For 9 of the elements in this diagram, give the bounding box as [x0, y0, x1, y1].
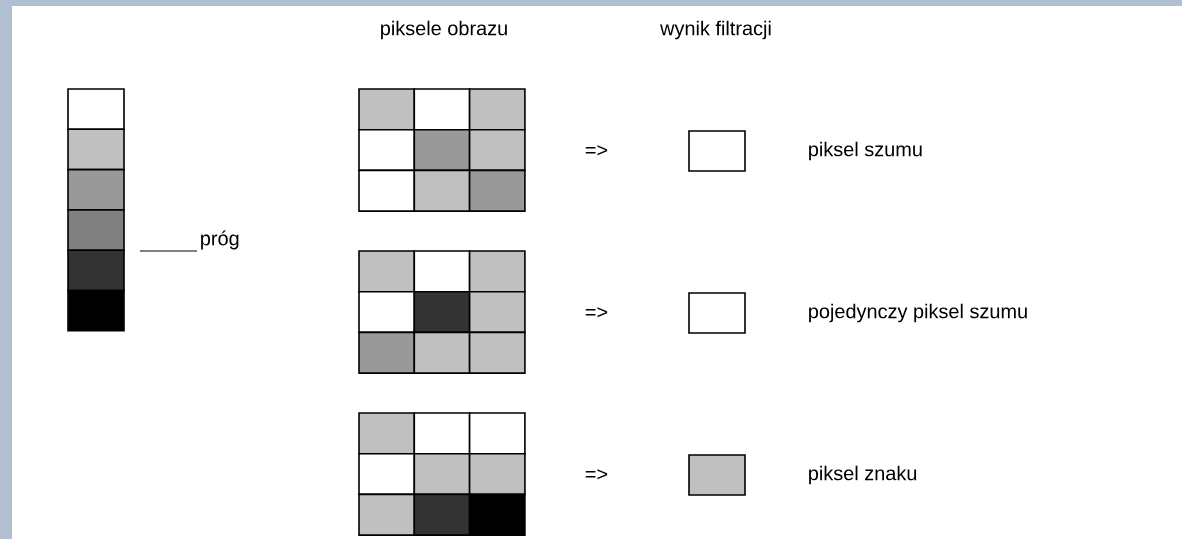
text-label: piksele obrazu — [381, 20, 507, 40]
text-label: => — [585, 469, 608, 480]
text-label: => — [585, 307, 608, 318]
text-label: próg — [201, 230, 239, 250]
text-label: piksel szumu — [809, 141, 922, 161]
text-label: => — [585, 145, 608, 156]
text-label: piksel znaku — [809, 465, 917, 485]
text-label: wynik filtracji — [660, 20, 771, 40]
text-label: pojedynczy piksel szumu — [809, 303, 1027, 323]
